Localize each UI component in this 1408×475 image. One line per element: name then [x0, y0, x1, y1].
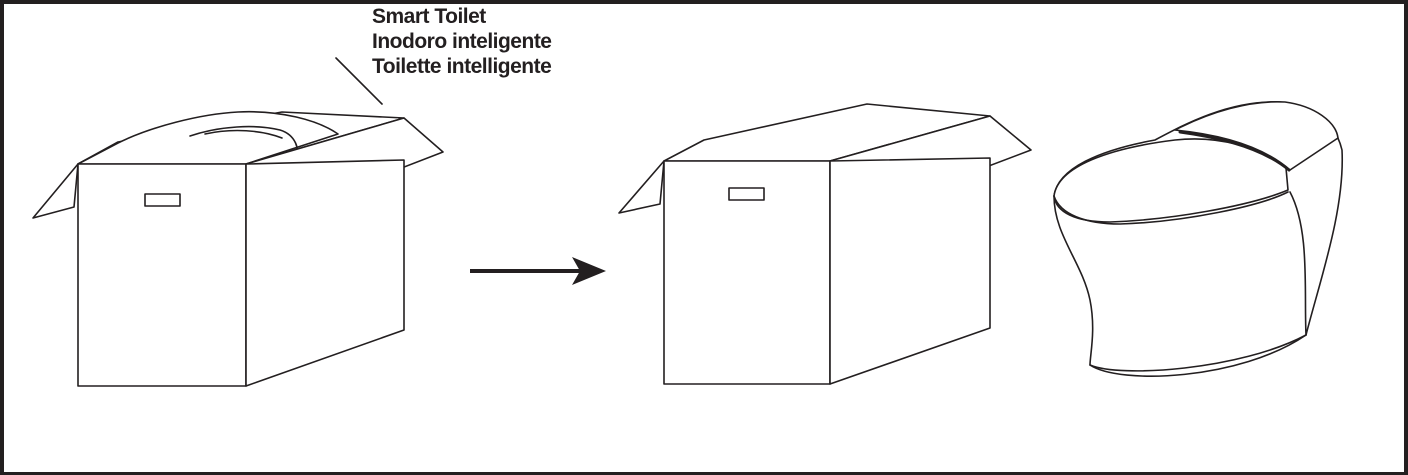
box-side-face [245, 159, 405, 387]
arrow-right-icon [470, 257, 606, 285]
label-french: Toilette intelligente [372, 55, 552, 78]
empty-box-handle-hole [728, 187, 765, 201]
toilet-in-box [77, 110, 339, 165]
box-handle-hole [144, 193, 181, 207]
packed-box-illustration [32, 57, 444, 387]
product-label: Smart Toilet Inodoro inteligente Toilett… [372, 4, 552, 79]
label-english: Smart Toilet [372, 5, 486, 28]
toilet-tank [1174, 100, 1339, 171]
empty-box-side-face [829, 157, 991, 385]
empty-box-left-flap [618, 160, 665, 214]
box-left-flap [32, 163, 79, 219]
label-spanish: Inodoro inteligente [372, 30, 552, 53]
label-leader-line [335, 57, 383, 105]
smart-toilet-illustration [1053, 100, 1344, 377]
empty-box-illustration [618, 103, 1032, 385]
